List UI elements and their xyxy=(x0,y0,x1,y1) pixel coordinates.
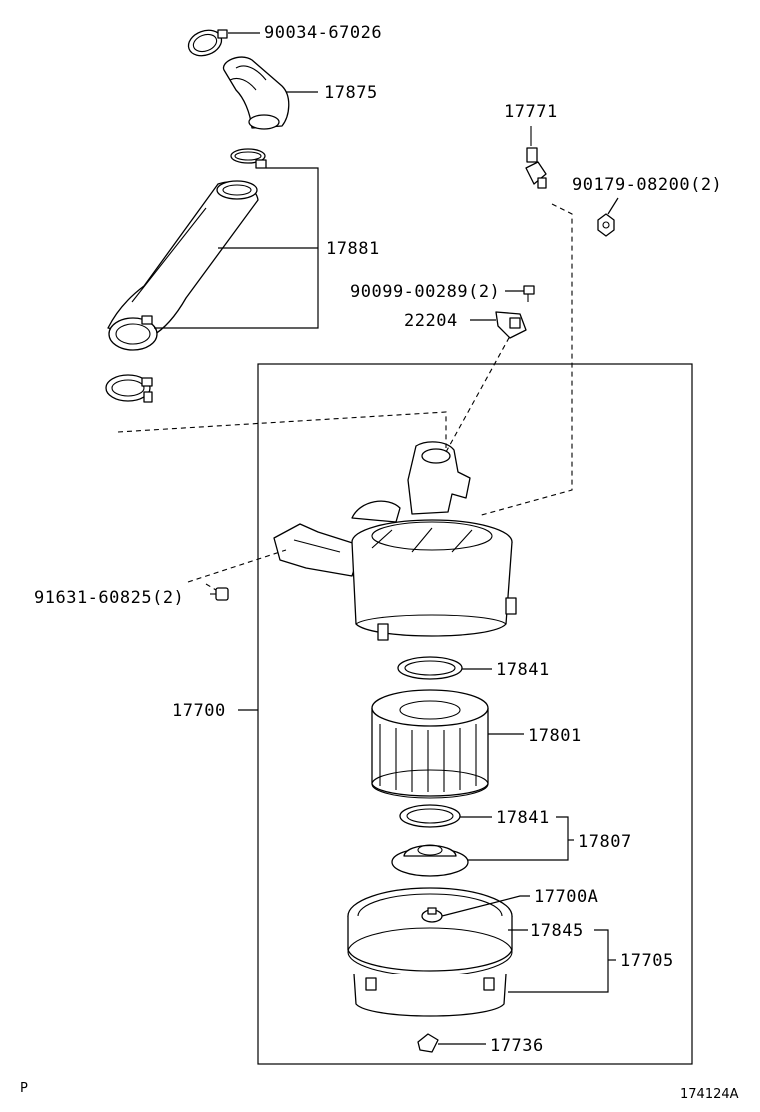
label-17801: 17801 xyxy=(528,726,582,746)
filter-cap[interactable] xyxy=(391,844,469,877)
label-17736: 17736 xyxy=(490,1036,544,1056)
diagram-id: 174124A xyxy=(680,1087,739,1102)
stud-bolt-17771[interactable] xyxy=(525,126,547,189)
label-91631-60825: 91631-60825(2) xyxy=(34,588,184,608)
elbow-hose[interactable] xyxy=(222,56,290,130)
gasket-upper[interactable] xyxy=(397,656,463,680)
filter-element[interactable] xyxy=(371,689,489,799)
label-17845: 17845 xyxy=(530,921,584,941)
hose-clamp-lower[interactable] xyxy=(105,374,153,403)
corner-left-mark: P xyxy=(20,1081,28,1096)
label-17771: 17771 xyxy=(504,102,558,122)
clip-17736[interactable] xyxy=(417,1033,439,1053)
label-90034-67026: 90034-67026 xyxy=(264,23,382,43)
label-17807: 17807 xyxy=(578,832,632,852)
sensor-22204[interactable] xyxy=(495,311,527,339)
hose-clamp-top[interactable] xyxy=(185,26,228,60)
label-17700A: 17700A xyxy=(534,887,598,907)
label-17881: 17881 xyxy=(326,239,380,259)
cleaner-cap-assembly[interactable] xyxy=(347,887,513,1017)
gasket-lower[interactable] xyxy=(399,804,461,828)
bolt-91631[interactable] xyxy=(210,587,229,601)
intake-hose[interactable] xyxy=(107,180,259,351)
label-17841-lower: 17841 xyxy=(496,808,550,828)
air-cleaner-housing[interactable] xyxy=(273,441,517,641)
label-22204: 22204 xyxy=(404,311,458,331)
label-90099-00289: 90099-00289(2) xyxy=(350,282,500,302)
screw-90099[interactable] xyxy=(523,285,535,302)
assembly-box xyxy=(257,363,693,1065)
label-17875: 17875 xyxy=(324,83,378,103)
hose-clamp-middle[interactable] xyxy=(230,148,267,169)
label-17700: 17700 xyxy=(172,701,226,721)
label-17705: 17705 xyxy=(620,951,674,971)
label-17841-upper: 17841 xyxy=(496,660,550,680)
label-90179-08200: 90179-08200(2) xyxy=(572,175,722,195)
nut-90179[interactable] xyxy=(597,213,615,237)
